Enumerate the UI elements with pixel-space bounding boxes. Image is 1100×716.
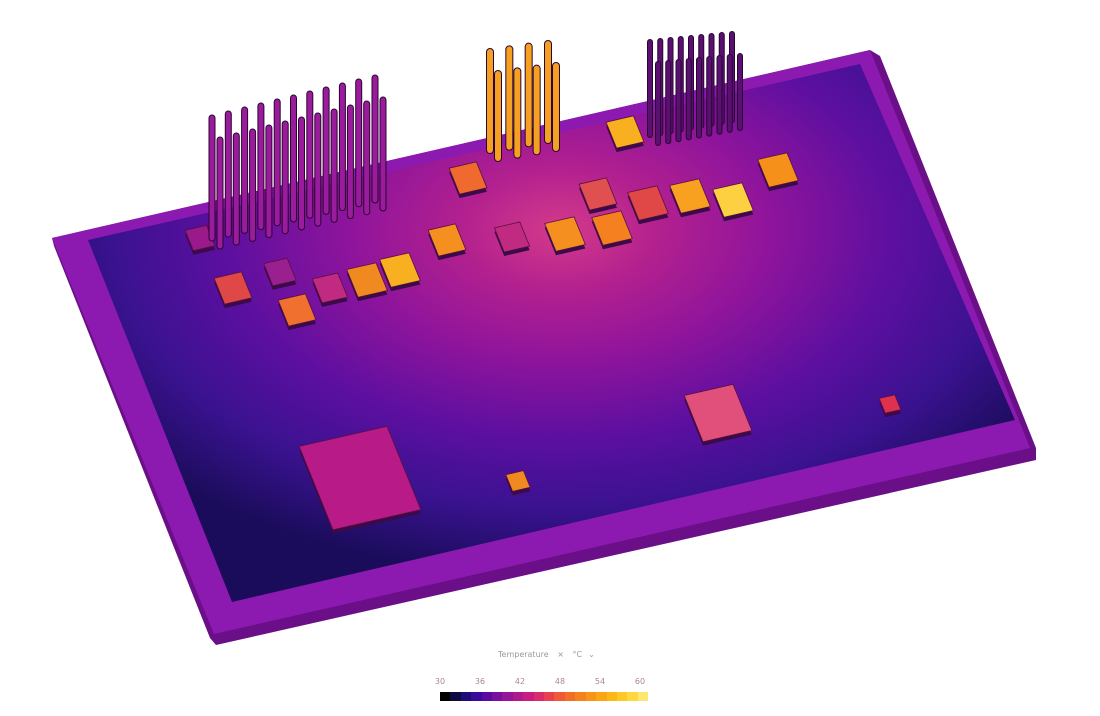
component bbox=[263, 257, 297, 290]
tick-label: 54 bbox=[594, 677, 606, 686]
colorbar-segment bbox=[512, 692, 524, 701]
legend-ticks: 30 36 42 48 54 60 bbox=[434, 677, 668, 687]
clear-button[interactable]: × bbox=[557, 650, 564, 659]
colorbar-segment bbox=[554, 692, 565, 701]
component bbox=[277, 293, 317, 331]
component bbox=[505, 470, 531, 496]
colorbar-segment bbox=[544, 692, 555, 701]
unit-dropdown[interactable]: °C ⌄ bbox=[572, 650, 600, 659]
component bbox=[578, 177, 618, 215]
component bbox=[379, 252, 421, 292]
legend-title: Temperature bbox=[498, 650, 549, 659]
colorbar-segment bbox=[481, 692, 493, 701]
component bbox=[493, 221, 531, 256]
component bbox=[213, 271, 253, 309]
colorbar-segment bbox=[450, 692, 461, 701]
component bbox=[712, 182, 754, 222]
component bbox=[627, 185, 669, 225]
colorbar-segment bbox=[440, 692, 451, 701]
colorbar-segment bbox=[523, 692, 534, 701]
component bbox=[427, 223, 467, 261]
colorbar-segment bbox=[585, 692, 597, 701]
component bbox=[683, 383, 753, 446]
component bbox=[669, 178, 711, 218]
colorbar-segment bbox=[637, 692, 649, 701]
colorbar-segment bbox=[616, 692, 628, 701]
colorbar-segment bbox=[596, 692, 607, 701]
colorbar-segment bbox=[502, 692, 513, 701]
colorbar bbox=[440, 692, 649, 701]
component bbox=[346, 262, 388, 302]
component bbox=[311, 272, 349, 307]
component bbox=[298, 425, 422, 534]
colorbar-segment bbox=[564, 692, 576, 701]
tick-label: 36 bbox=[474, 677, 486, 686]
component bbox=[757, 152, 799, 192]
colorbar-segment bbox=[533, 692, 545, 701]
tick-label: 42 bbox=[514, 677, 526, 686]
tick-label: 60 bbox=[634, 677, 646, 686]
chevron-down-icon: ⌄ bbox=[588, 650, 595, 659]
component bbox=[591, 210, 633, 250]
tick-label: 48 bbox=[554, 677, 566, 686]
component bbox=[184, 224, 216, 255]
colorbar-segment bbox=[460, 692, 472, 701]
component bbox=[544, 216, 586, 256]
tick-label: 30 bbox=[434, 677, 446, 686]
colorbar-segment bbox=[471, 692, 482, 701]
colorbar-segment bbox=[627, 692, 638, 701]
component bbox=[448, 161, 488, 199]
colorbar-segment bbox=[492, 692, 503, 701]
unit-label: °C bbox=[572, 650, 583, 659]
colorbar-segment bbox=[575, 692, 586, 701]
colorbar-segment bbox=[606, 692, 617, 701]
component bbox=[605, 115, 645, 153]
component bbox=[878, 394, 902, 418]
